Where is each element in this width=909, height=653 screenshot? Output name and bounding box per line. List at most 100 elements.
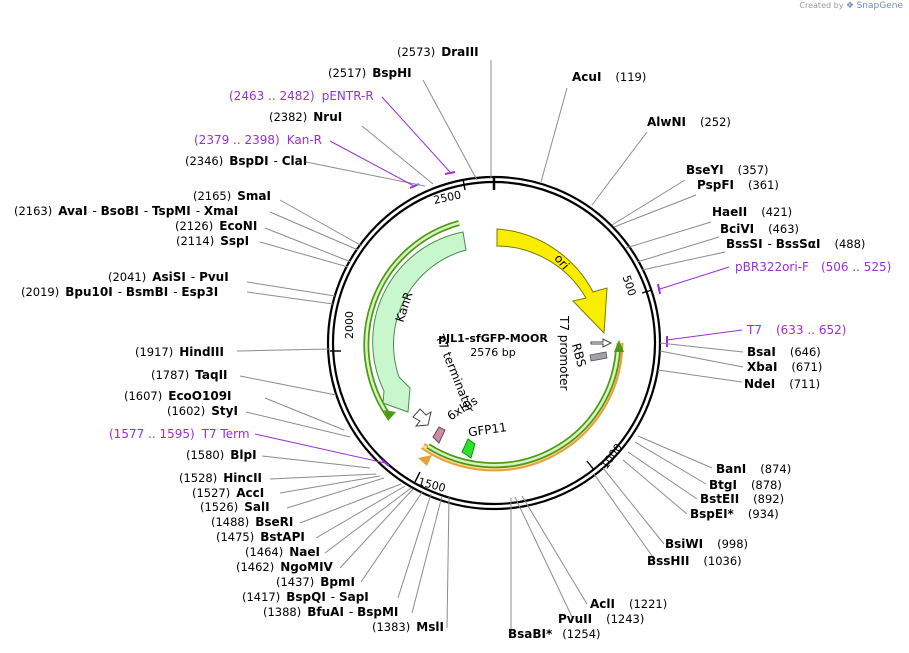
primer-name[interactable]: Kan-R — [287, 133, 322, 147]
enzyme-name[interactable]: BlpI — [230, 448, 256, 462]
enzyme-name[interactable]: AccI — [236, 486, 264, 500]
svg-text:(1388)BfuAI- BspMI: (1388)BfuAI- BspMI — [263, 605, 398, 619]
enzyme-name[interactable]: BspMI — [357, 605, 398, 619]
enzyme-pos: (361) — [748, 178, 779, 192]
enzyme-name[interactable]: BfuAI — [307, 605, 344, 619]
orf-green-arrowhead — [614, 340, 624, 352]
svg-text:(1417)BspQI- SapI: (1417)BspQI- SapI — [242, 590, 369, 604]
enzyme-name[interactable]: BssSI — [726, 237, 763, 251]
rbs-feature[interactable] — [589, 351, 608, 362]
enzyme-name[interactable]: PspFI — [697, 178, 734, 192]
enzyme-pos: (488) — [835, 237, 866, 251]
enzyme-name[interactable]: MslI — [416, 620, 444, 634]
enzyme-name[interactable]: BstEII — [700, 492, 739, 506]
kanr-feature[interactable] — [372, 231, 467, 413]
enzyme-pos: (1917) — [135, 345, 173, 359]
enzyme-name[interactable]: Esp3I — [181, 285, 218, 299]
enzyme-pos: (934) — [748, 507, 779, 521]
enzyme-pos: (1607) — [124, 389, 162, 403]
enzyme-name[interactable]: BpmI — [320, 575, 355, 589]
svg-text:(2163)AvaI- BsoBI- TspMI- XmaI: (2163)AvaI- BsoBI- TspMI- XmaI — [14, 204, 238, 218]
orf-green-arc-a-inner — [427, 349, 620, 467]
enzyme-name[interactable]: Bpu10I — [65, 285, 112, 299]
enzyme-name[interactable]: BspEI — [690, 507, 728, 521]
svg-text:(2463 .. 2482)pENTR-R: (2463 .. 2482) pENTR-R — [229, 89, 374, 103]
enzyme-name[interactable]: XbaI — [747, 360, 777, 374]
enzyme-pos: (1580) — [186, 448, 224, 462]
enzyme-name[interactable]: BstAPI — [260, 530, 305, 544]
svg-text:(2382)NruI: (2382)NruI — [269, 110, 342, 124]
svg-text:(1488)BseRI: (1488)BseRI — [211, 515, 293, 529]
enzyme-name[interactable]: AlwNI — [647, 115, 686, 129]
enzyme-name[interactable]: HindIII — [179, 345, 224, 359]
ori-feature[interactable] — [496, 228, 608, 335]
tick-2500 — [462, 178, 466, 191]
enzyme-name[interactable]: EcoO109I — [168, 389, 231, 403]
svg-text:(1528)HincII: (1528)HincII — [179, 471, 262, 485]
t7-terminator-feature[interactable] — [412, 408, 432, 427]
enzyme-name[interactable]: AcuI — [572, 70, 601, 84]
svg-text:AlwNI(252): AlwNI (252) — [647, 115, 731, 129]
enzyme-name[interactable]: PvuI — [199, 270, 229, 284]
enzyme-name[interactable]: SspI — [220, 234, 249, 248]
enzyme-name[interactable]: BspQI — [286, 590, 326, 604]
enzyme-name[interactable]: SapI — [339, 590, 369, 604]
svg-text:BsaI(646): BsaI(646) — [747, 345, 821, 359]
enzyme-name[interactable]: NgoMIV — [280, 560, 333, 574]
svg-text:BanI(874): BanI(874) — [716, 462, 791, 476]
enzyme-name[interactable]: BsiWI — [665, 537, 703, 551]
enzyme-name[interactable]: HaeII — [712, 205, 747, 219]
enzyme-name[interactable]: NruI — [313, 110, 342, 124]
primer-range: (1577 .. 1595) — [109, 427, 195, 441]
enzyme-name[interactable]: DraIII — [441, 45, 478, 59]
enzyme-name[interactable]: BsmBI — [126, 285, 168, 299]
enzyme-name[interactable]: AsiSI — [152, 270, 186, 284]
svg-text:(2114)SspI: (2114)SspI — [176, 234, 249, 248]
enzyme-name[interactable]: XmaI — [204, 204, 238, 218]
enzyme-name[interactable]: BspDI — [229, 154, 268, 168]
gfp11-feature[interactable] — [461, 438, 476, 459]
t7-promoter-feature[interactable] — [590, 338, 613, 348]
enzyme-name[interactable]: StyI — [211, 404, 238, 418]
enzyme-name[interactable]: ClaI — [282, 154, 307, 168]
svg-text:HaeII(421): HaeII(421) — [712, 205, 792, 219]
enzyme-name[interactable]: BsoBI — [101, 204, 139, 218]
enzyme-name[interactable]: SmaI — [237, 189, 271, 203]
enzyme-name[interactable]: BtgI — [709, 478, 737, 492]
enzyme-name[interactable]: TaqII — [195, 368, 227, 382]
primer-name[interactable]: T7 Term — [201, 427, 250, 441]
enzyme-name[interactable]: BsaBI — [508, 627, 546, 641]
primer-range: (2463 .. 2482) — [229, 89, 315, 103]
primer-name[interactable]: pENTR-R — [322, 89, 374, 103]
primer-mark-pbr322ori-f — [657, 283, 661, 295]
primer-name[interactable]: T7 — [746, 323, 762, 337]
svg-text:PvuII(1243): PvuII(1243) — [558, 612, 644, 626]
enzyme-name[interactable]: BssSαI — [776, 237, 821, 251]
enzyme-name[interactable]: BciVI — [720, 222, 754, 236]
enzyme-pos: (252) — [700, 115, 731, 129]
primer-name[interactable]: pBR322ori-F — [735, 260, 809, 274]
enzyme-name[interactable]: BspHI — [372, 66, 411, 80]
enzyme-name[interactable]: BanI — [716, 462, 746, 476]
enzyme-name[interactable]: BssHII — [647, 554, 689, 568]
tick-label-2000: 2000 — [343, 311, 356, 339]
enzyme-name[interactable]: AvaI — [58, 204, 87, 218]
his-tag-feature[interactable] — [432, 426, 446, 444]
enzyme-name[interactable]: AclI — [590, 597, 615, 611]
enzyme-name[interactable]: PvuII — [558, 612, 592, 626]
enzyme-name[interactable]: NdeI — [744, 377, 775, 391]
brand-prefix: Created by — [799, 1, 844, 10]
enzyme-pos: (1221) — [629, 597, 667, 611]
enzyme-name[interactable]: NaeI — [289, 545, 320, 559]
svg-text:(2165)SmaI: (2165)SmaI — [193, 189, 271, 203]
enzyme-name[interactable]: BseRI — [255, 515, 293, 529]
enzyme-name[interactable]: BsaI — [747, 345, 776, 359]
enzyme-name[interactable]: EcoNI — [219, 219, 257, 233]
enzyme-name[interactable]: HincII — [223, 471, 262, 485]
svg-text:BseYI(357): BseYI(357) — [686, 163, 769, 177]
snapgene-logo-icon: ❖ — [845, 1, 855, 11]
enzyme-name[interactable]: TspMI — [152, 204, 191, 218]
enzyme-name[interactable]: SalI — [244, 500, 269, 514]
tick-label-2500: 2500 — [432, 188, 462, 207]
enzyme-name[interactable]: BseYI — [686, 163, 724, 177]
